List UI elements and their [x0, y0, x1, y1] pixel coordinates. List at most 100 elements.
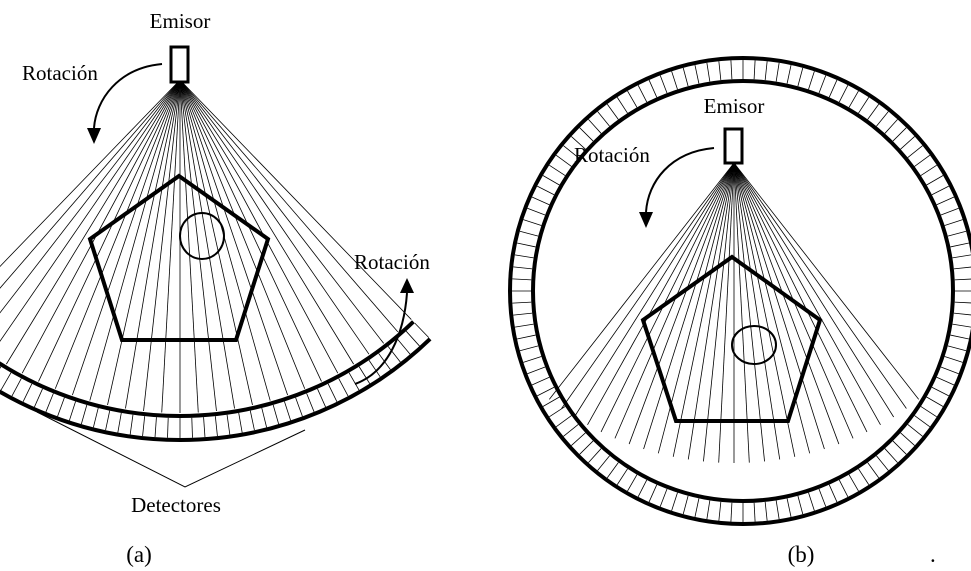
panel-a-rotation-label-emitter: Rotación	[22, 61, 98, 85]
detector-cell-b	[682, 495, 689, 515]
panel-a-rotation-arrow-emitter	[93, 63, 163, 129]
detector-cell-b	[931, 185, 950, 196]
detector-cell-b	[718, 61, 722, 81]
detector-cell-b	[627, 474, 638, 492]
detector-cell-b	[706, 500, 711, 520]
ray-b	[643, 162, 735, 450]
detector-cell-b	[597, 111, 610, 127]
detector-cell-b	[513, 312, 533, 316]
ray-a	[179, 79, 253, 406]
detector-cell-a	[34, 388, 43, 408]
ray-a	[179, 79, 306, 389]
detector-cell-b	[512, 278, 532, 281]
ray-a	[179, 79, 217, 412]
ray-a	[54, 79, 181, 389]
detector-cell-b	[914, 154, 931, 167]
detector-cell-a	[154, 417, 157, 438]
detector-cell-b	[637, 84, 648, 103]
detector-cell-b	[694, 498, 700, 518]
detector-cell-a	[105, 410, 111, 431]
ray-b	[561, 162, 735, 409]
detector-cell-b	[952, 323, 971, 328]
ray-a	[179, 79, 271, 401]
panel-a-caption: (a)	[126, 542, 152, 567]
detector-cell-b	[947, 345, 967, 352]
detector-cell-b	[775, 500, 780, 520]
panel-a-inner-circle	[179, 212, 225, 260]
detector-cell-a	[272, 404, 280, 425]
detector-cell-b	[588, 119, 602, 134]
detector-cell-b	[848, 90, 859, 108]
detector-cell-b	[828, 79, 838, 98]
ray-b	[587, 162, 735, 425]
panel-b-rotation-arrow	[645, 147, 715, 213]
detector-cell-b	[718, 501, 722, 521]
detector-cell-a	[358, 366, 371, 384]
detector-cell-a	[405, 330, 420, 347]
detector-cell-a	[317, 388, 326, 408]
detector-cell-b	[867, 103, 880, 120]
panel-b-detector-ring	[508, 56, 971, 526]
detector-cell-b	[514, 323, 534, 328]
detector-cell-b	[730, 60, 733, 80]
detector-cell-b	[907, 424, 923, 437]
detector-ring-inner	[531, 79, 955, 503]
ray-b	[733, 162, 811, 454]
detector-cell-b	[926, 175, 944, 186]
ray-b	[628, 162, 735, 445]
detector-cell-a	[68, 401, 76, 421]
detector-cell-a	[191, 417, 193, 438]
ray-b	[718, 162, 735, 463]
panel-a-rays	[0, 79, 412, 413]
detector-cell-b	[671, 492, 678, 511]
detector-cell-b	[753, 502, 756, 522]
detector-cell-b	[797, 67, 804, 87]
detector-cell-b	[818, 488, 827, 507]
detector-cell-b	[606, 462, 619, 479]
panel-a-rotation-arrowhead-emitter	[87, 128, 101, 144]
detector-cell-b	[671, 71, 678, 90]
detector-cell-a	[338, 378, 349, 397]
detector-cell-a	[214, 416, 218, 437]
ray-a	[21, 79, 181, 374]
ray-b	[614, 162, 735, 439]
detector-cell-b	[940, 366, 959, 375]
detector-cell-b	[838, 84, 849, 103]
detector-cell-a	[142, 416, 146, 437]
detector-cell-b	[907, 145, 923, 158]
ray-a	[179, 79, 322, 382]
panel-a-rotation-arrowhead-detector	[400, 278, 414, 293]
detector-cell-b	[920, 164, 937, 176]
panel-b-object-pentagon	[640, 254, 823, 423]
detector-cell-b	[516, 242, 536, 248]
detector-cell-b	[944, 219, 963, 226]
detector-cell-b	[648, 79, 658, 98]
detector-cell-b	[753, 60, 756, 80]
detector-cell-b	[531, 376, 550, 386]
ray-a	[179, 79, 412, 320]
ray-a	[38, 79, 181, 382]
detector-cell-b	[579, 440, 594, 455]
detector-cell-b	[563, 424, 579, 437]
detector-cell-b	[797, 495, 804, 515]
detector-cell-b	[828, 484, 838, 503]
detector-cell-b	[944, 356, 963, 363]
panel-a-emitter-label: Emisor	[150, 9, 211, 33]
detector-cell-a	[22, 383, 33, 402]
detector-cell-b	[876, 111, 889, 127]
detector-arc-outer	[0, 337, 432, 442]
panel-b: Emisor Rotación (b)	[508, 56, 971, 567]
detector-cell-b	[900, 136, 915, 150]
ray-b	[687, 162, 735, 460]
panel-a-detectors-label: Detectores	[131, 493, 221, 517]
detector-cell-b	[549, 406, 566, 418]
detector-cell-b	[527, 207, 546, 216]
ray-a	[179, 79, 289, 396]
detector-cell-b	[531, 196, 550, 206]
ray-a	[125, 79, 181, 409]
panel-b-emitter-label: Emisor	[704, 94, 765, 118]
detector-cell-b	[947, 230, 967, 237]
detector-arc-inner	[0, 320, 415, 418]
detector-cell-b	[616, 97, 628, 114]
